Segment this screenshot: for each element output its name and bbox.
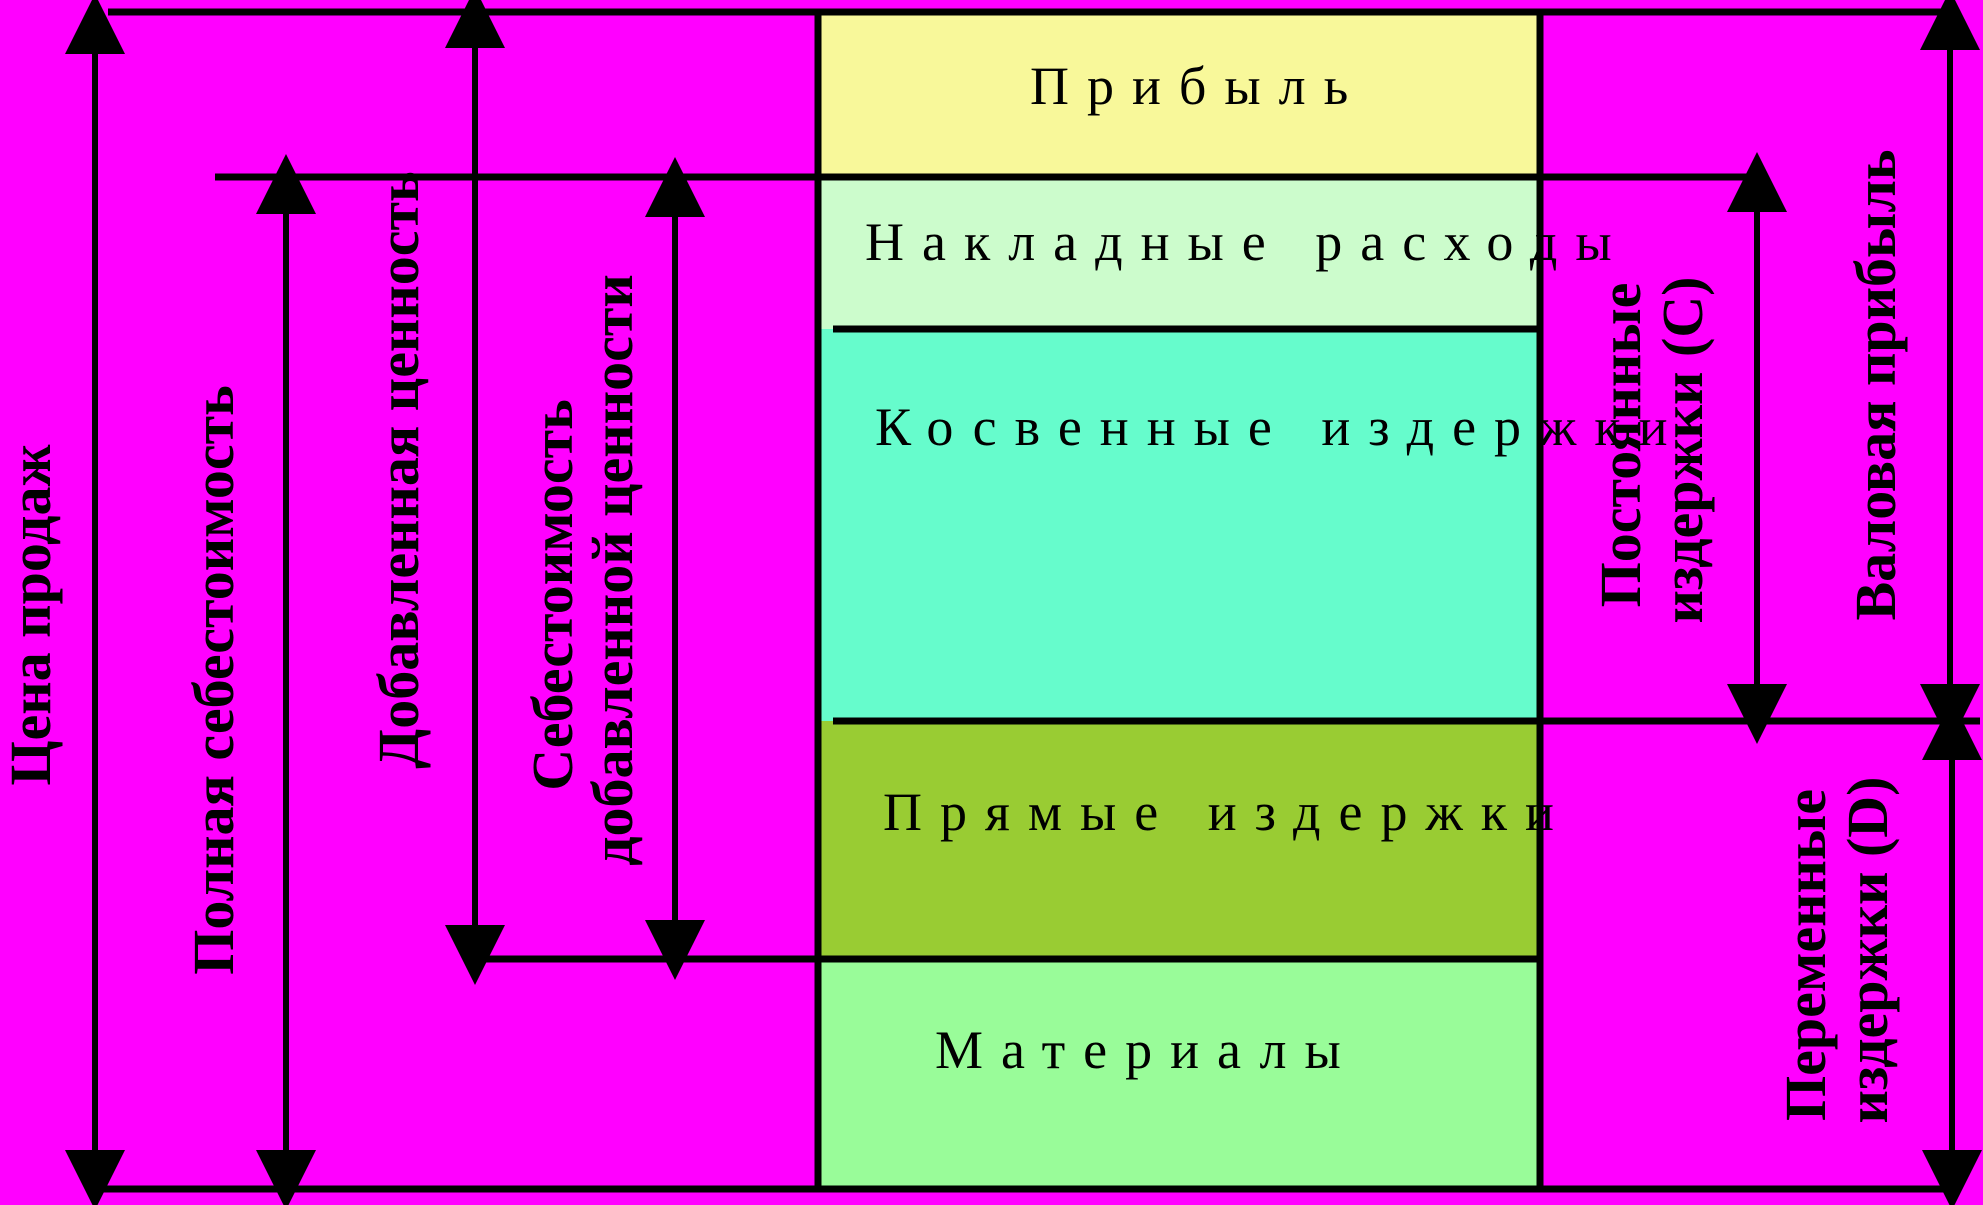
label-value-added: Добавленная ценность xyxy=(366,171,431,768)
label-cost-of-value-added-1: Себестоимость xyxy=(520,399,585,791)
band-materials xyxy=(818,959,1538,1189)
band-label-indirect: Косвенные издержки xyxy=(875,397,1685,457)
label-fixed-costs-1: Постоянные xyxy=(1588,283,1653,608)
band-label-materials: Материалы xyxy=(935,1020,1359,1080)
band-label-profit: Прибыль xyxy=(1030,56,1366,116)
label-variable-costs-1: Переменные xyxy=(1773,789,1838,1121)
band-label-direct: Прямые издержки xyxy=(883,782,1572,842)
band-indirect xyxy=(818,329,1538,721)
label-fixed-costs-2: издержки (С) xyxy=(1650,277,1715,624)
label-full-cost: Полная себестоимость xyxy=(181,385,246,975)
band-overhead xyxy=(818,175,1538,329)
label-variable-costs-2: издержки (D) xyxy=(1835,777,1900,1124)
band-label-overhead: Накладные расходы xyxy=(865,212,1630,272)
label-cost-of-value-added-2: добавленной ценности xyxy=(580,274,645,866)
band-direct xyxy=(818,721,1538,959)
band-profit xyxy=(818,12,1538,175)
label-gross-profit: Валовая прибыль xyxy=(1843,149,1908,620)
label-sales-price: Цена продаж xyxy=(0,444,63,785)
